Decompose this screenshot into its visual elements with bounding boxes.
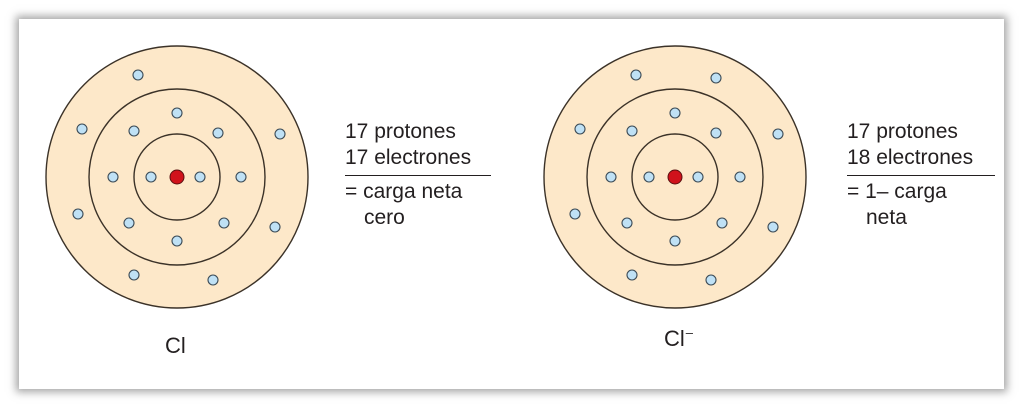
electron: [171, 235, 183, 247]
electron: [643, 171, 655, 183]
electron: [705, 274, 717, 286]
electron-shell: [88, 88, 266, 266]
electron: [710, 127, 722, 139]
electron-shell: [586, 88, 764, 266]
electron: [107, 171, 119, 183]
electron: [128, 269, 140, 281]
electron: [194, 171, 206, 183]
electron-shell: [631, 133, 719, 221]
fraction-rule: [847, 175, 995, 176]
net-charge-value-text: neta: [866, 206, 907, 229]
nucleus: [667, 169, 683, 185]
electron: [692, 171, 704, 183]
electron: [212, 127, 224, 139]
cl-atom-charge-summary: 17 protones 17 electrones = carga neta c…: [345, 119, 491, 231]
fraction-rule: [345, 175, 491, 176]
electron: [710, 72, 722, 84]
electron: [123, 217, 135, 229]
net-charge-text: = carga neta: [345, 180, 463, 203]
element-symbol: Cl: [664, 326, 685, 351]
electron: [171, 107, 183, 119]
electron: [669, 235, 681, 247]
electron: [72, 208, 84, 220]
electron: [574, 123, 586, 135]
electron: [626, 269, 638, 281]
electron: [669, 107, 681, 119]
electron: [621, 217, 633, 229]
electron: [145, 171, 157, 183]
electron: [235, 171, 247, 183]
electron: [605, 171, 617, 183]
cl-atom-model: [45, 45, 309, 309]
charge-superscript: –: [685, 325, 694, 340]
protons-count-text: 17 protones: [847, 120, 958, 143]
electron: [569, 208, 581, 220]
electron-shell: [133, 133, 221, 221]
cl-ion-label: Cl–: [664, 325, 693, 352]
electron: [626, 125, 638, 137]
protons-count-text: 17 protones: [345, 120, 456, 143]
electrons-count-text: 18 electrones: [847, 146, 974, 169]
element-symbol: Cl: [165, 333, 186, 358]
electrons-count-text: 17 electrones: [345, 146, 472, 169]
electron: [207, 274, 219, 286]
cl-atom-label: Cl: [165, 332, 187, 359]
electron: [218, 217, 230, 229]
nucleus: [169, 169, 185, 185]
electron: [274, 128, 286, 140]
electron: [734, 171, 746, 183]
electron: [630, 69, 642, 81]
electron: [132, 69, 144, 81]
net-charge-value-text: cero: [364, 206, 405, 229]
cl-ion-charge-summary: 17 protones 18 electrones = 1– carga net…: [847, 119, 995, 231]
cl-ion-model: [543, 45, 807, 309]
electron: [128, 125, 140, 137]
net-charge-text: = 1– carga: [847, 180, 947, 203]
electron: [767, 221, 779, 233]
electron: [269, 221, 281, 233]
electron: [76, 123, 88, 135]
electron: [772, 128, 784, 140]
electron: [716, 217, 728, 229]
